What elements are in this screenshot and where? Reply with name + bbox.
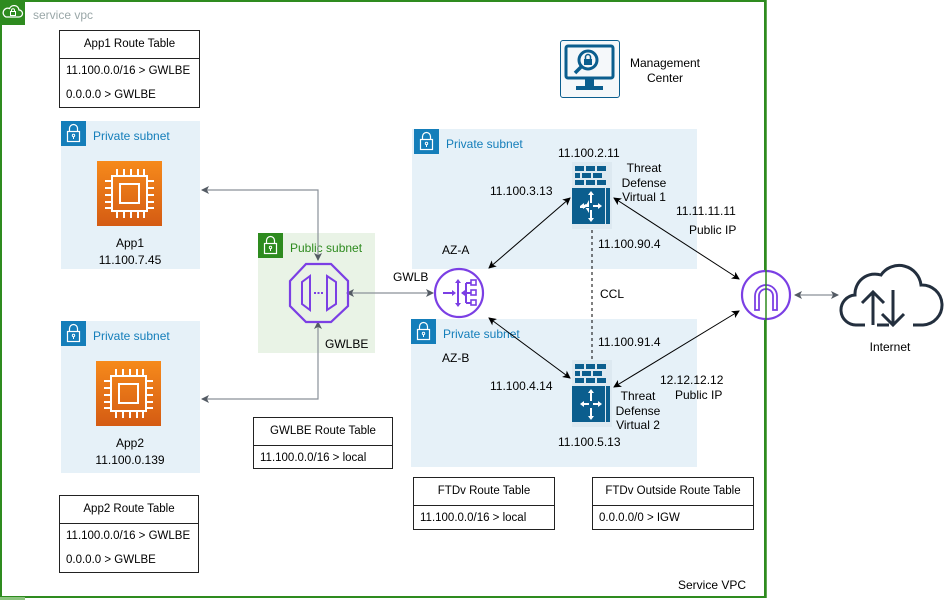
route-table-row: 11.100.0.0/16 > GWLBE: [66, 65, 191, 77]
route-table-title: FTDv Outside Route Table: [593, 478, 753, 506]
ec2-instance-icon[interactable]: [97, 161, 162, 226]
ftdv2-name-line: Virtual 2: [616, 418, 660, 432]
az-a-label: AZ-A: [442, 243, 470, 257]
ftdv2-name-line: Threat: [620, 389, 656, 403]
connector-gwlbe-app1: [201, 186, 322, 261]
route-table-title: App1 Route Table: [60, 31, 199, 59]
management-center-icon[interactable]: [560, 40, 620, 98]
vpc-footer-label: Service VPC: [678, 578, 747, 592]
route-table-row: 11.100.0.0/16 > GWLBE: [66, 530, 191, 542]
firewall-icon[interactable]: [572, 360, 612, 427]
route-table-title: App2 Route Table: [60, 496, 198, 524]
ftdv1-top-ip: 11.100.2.11: [558, 146, 620, 160]
internet-cloud-icon[interactable]: [839, 264, 944, 328]
route-table-row: 0.0.0.0/0 > IGW: [599, 512, 680, 524]
connector-gwlb-ftdv2: [488, 317, 571, 379]
app1-name: App1: [115, 236, 145, 250]
route-table-row: 11.100.0.0/16 > local: [260, 452, 367, 464]
connector-ftdv1-igw: [613, 197, 740, 280]
private-subnet-lock-icon: [411, 319, 436, 344]
vpc-title: service vpc: [33, 8, 94, 22]
app1-ip: 11.100.7.45: [98, 253, 162, 267]
ftdv1-name-line: Defense: [621, 175, 667, 190]
route-table-row: 11.100.0.0/16 > local: [420, 512, 527, 524]
route-table-row: 0.0.0.0 > GWLBE: [66, 89, 156, 101]
az-b-label: AZ-B: [442, 351, 470, 365]
connector-gwlb-ftdv1: [488, 197, 571, 269]
gwlb-label: GWLB: [393, 270, 429, 284]
internet-label: Internet: [869, 340, 911, 354]
ftdv2-bottom-ip: 11.100.5.13: [558, 435, 621, 449]
ftdv1-name: Threat Defense Virtual 1: [612, 161, 676, 205]
subnet-label: Private subnet: [446, 137, 523, 151]
ec2-instance-icon[interactable]: [96, 361, 161, 426]
app2-ip: 11.100.0.139: [95, 453, 165, 467]
subnet-label: Private subnet: [93, 329, 170, 343]
ccl-label: CCL: [600, 287, 625, 301]
ftdv1-inside-ip: 11.100.3.13: [490, 184, 553, 198]
route-table-title: GWLBE Route Table: [254, 418, 392, 446]
ftdv-route-table: FTDv Route Table 11.100.0.0/16 > local: [413, 477, 555, 530]
app2-name: App2: [115, 436, 145, 450]
private-subnet-lock-icon: [61, 121, 86, 146]
vpc-cloud-lock-icon: [0, 0, 25, 25]
ftdv1-name-line: Threat: [626, 161, 662, 175]
gwlbe-label: GWLBE: [325, 337, 369, 351]
connector-ftdv2-igw: [613, 310, 740, 388]
ftdv2-public-ip-label: Public IP: [675, 388, 723, 402]
app2-route-table: App2 Route Table 11.100.0.0/16 > GWLBE 0…: [59, 495, 199, 573]
route-table-title: FTDv Route Table: [414, 478, 554, 506]
private-subnet-lock-icon: [414, 129, 439, 154]
gwlb-endpoint-icon[interactable]: [288, 262, 350, 324]
vpc-bottom-edge: [0, 597, 25, 600]
gateway-load-balancer-icon[interactable]: [433, 267, 485, 319]
management-center-line1: Management: [629, 56, 701, 70]
ftdv2-name: Threat Defense Virtual 2: [606, 389, 670, 433]
private-subnet-lock-icon: [61, 321, 86, 346]
app1-route-table: App1 Route Table 11.100.0.0/16 > GWLBE 0…: [59, 30, 200, 108]
management-center-line2: Center: [646, 71, 684, 85]
firewall-icon[interactable]: [572, 162, 612, 229]
ftdv2-inside-ip: 11.100.4.14: [490, 379, 553, 393]
subnet-label: Private subnet: [93, 129, 170, 143]
route-table-row: 0.0.0.0 > GWLBE: [66, 554, 156, 566]
gwlbe-route-table: GWLBE Route Table 11.100.0.0/16 > local: [253, 417, 393, 469]
ftdv-outside-route-table: FTDv Outside Route Table 0.0.0.0/0 > IGW: [592, 477, 754, 530]
connector-gwlbe-app2: [201, 321, 322, 403]
ftdv2-name-line: Defense: [615, 403, 661, 418]
